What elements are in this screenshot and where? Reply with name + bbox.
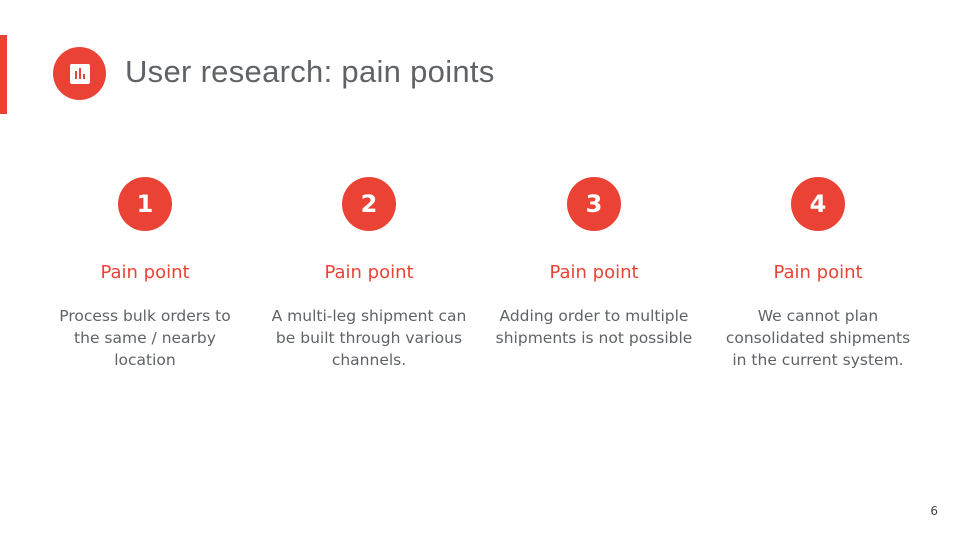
accent-bar: [0, 35, 7, 114]
pain-point-2: 2 Pain point A multi-leg shipment can be…: [269, 177, 469, 371]
pain-point-heading: Pain point: [549, 262, 639, 283]
pain-point-heading: Pain point: [100, 262, 190, 283]
pain-point-heading: Pain point: [773, 262, 863, 283]
pain-point-heading: Pain point: [324, 262, 414, 283]
number-badge: 3: [567, 177, 621, 231]
slide-title: User research: pain points: [125, 54, 495, 89]
page-number: 6: [930, 504, 938, 518]
pain-point-description: A multi-leg shipment can be built throug…: [271, 307, 467, 369]
pain-point-description: We cannot plan consolidated shipments in…: [725, 307, 911, 369]
number-badge: 2: [342, 177, 396, 231]
bar-chart-icon: [69, 63, 90, 84]
pain-point-3: 3 Pain point Adding order to multiple sh…: [494, 177, 694, 349]
number-badge: 1: [118, 177, 172, 231]
title-badge: [53, 47, 106, 100]
pain-point-description: Adding order to multiple shipments is no…: [495, 307, 693, 347]
pain-point-4: 4 Pain point We cannot plan consolidated…: [718, 177, 918, 371]
pain-point-1: 1 Pain point Process bulk orders to the …: [45, 177, 245, 371]
pain-point-description: Process bulk orders to the same / nearby…: [59, 307, 231, 369]
number-badge: 4: [791, 177, 845, 231]
